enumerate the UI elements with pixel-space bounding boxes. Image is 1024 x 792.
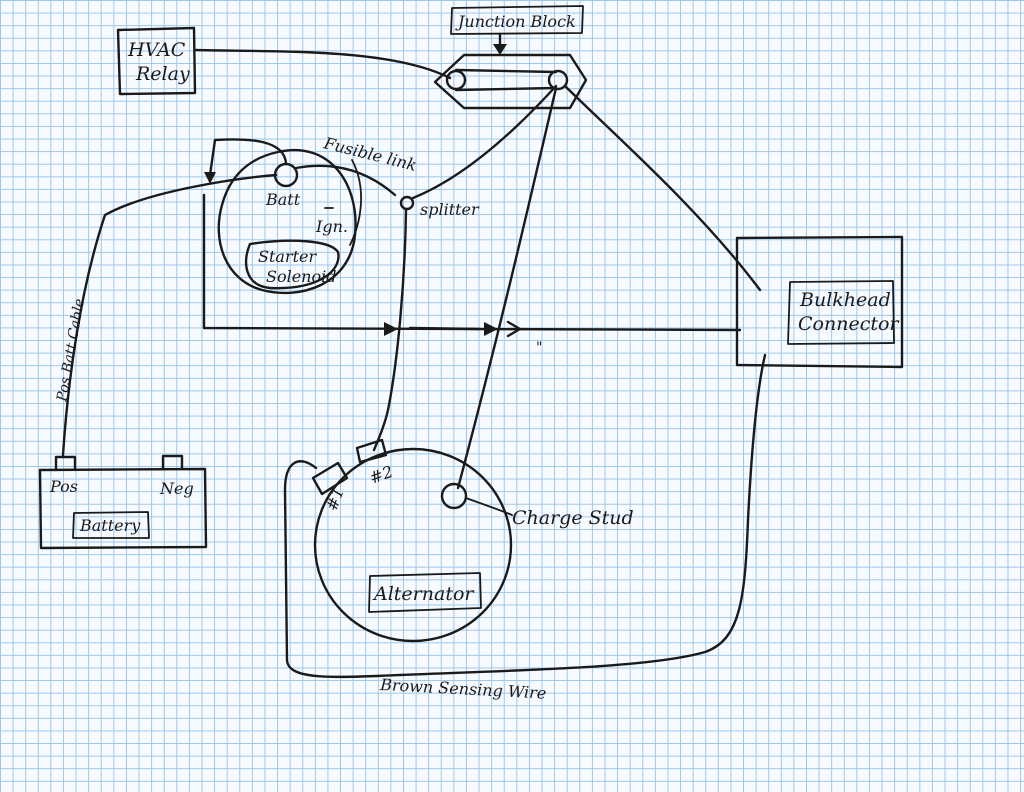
hvac-relay-label-line1: HVAC — [127, 39, 186, 61]
charge-stud-label: Charge Stud — [512, 507, 634, 529]
pos-batt-cable — [61, 173, 278, 457]
starter-solenoid: Batt Ign. Starter Solenoid — [217, 149, 357, 295]
alternator-terminal-1 — [311, 461, 349, 496]
bulkhead-label-line2: Connector — [798, 313, 900, 335]
junction-block: Junction Block — [433, 5, 588, 110]
splitter-label: splitter — [420, 200, 480, 219]
batt-terminal-loop-wire — [208, 138, 288, 177]
solenoid-batt-terminal — [273, 162, 299, 188]
solenoid-to-bulkhead-wire — [202, 193, 742, 332]
hvac-wire — [193, 48, 452, 80]
junction-to-charge-stud-wire — [456, 86, 558, 490]
batt-terminal-label: Batt — [265, 190, 301, 209]
starter-solenoid-label-line1: Starter — [258, 247, 317, 266]
splitter-to-alternator-wire — [372, 208, 408, 452]
terminal-1-label: #1 — [322, 485, 348, 514]
pos-batt-cable-label: Pos Batt Cable — [54, 297, 88, 403]
splitter-node — [399, 195, 415, 211]
hvac-relay: HVAC Relay — [116, 26, 197, 96]
junction-stud-right — [547, 69, 569, 91]
brown-sensing-wire — [283, 353, 767, 679]
alternator-terminal-2 — [355, 438, 388, 464]
charge-stud — [440, 482, 468, 510]
ditto-mark: " — [536, 340, 542, 356]
hvac-relay-label-line2: Relay — [135, 63, 190, 85]
junction-block-label: Junction Block — [455, 12, 576, 31]
starter-solenoid-label-line2: Solenoid — [266, 267, 336, 286]
brown-sensing-wire-label: Brown Sensing Wire — [379, 675, 547, 703]
terminal-2-label: #2 — [367, 462, 396, 488]
ign-terminal-label: Ign. — [315, 217, 348, 236]
junction-to-bulkhead-wire — [563, 84, 762, 292]
battery: Pos Neg Battery — [38, 454, 208, 550]
battery-neg-label: Neg — [159, 479, 194, 498]
splitter-to-junction-wire — [411, 84, 558, 200]
bulkhead-connector: Bulkhead Connector — [735, 235, 904, 369]
alternator: #1 #2 Charge Stud Alternator — [311, 438, 634, 643]
battery-pos-label: Pos — [49, 477, 78, 496]
alternator-label: Alternator — [372, 583, 475, 605]
fusible-link-wire — [294, 164, 397, 197]
battery-label: Battery — [79, 516, 141, 535]
junction-stud-left — [445, 69, 467, 91]
bulkhead-label-line1: Bulkhead — [799, 289, 891, 311]
